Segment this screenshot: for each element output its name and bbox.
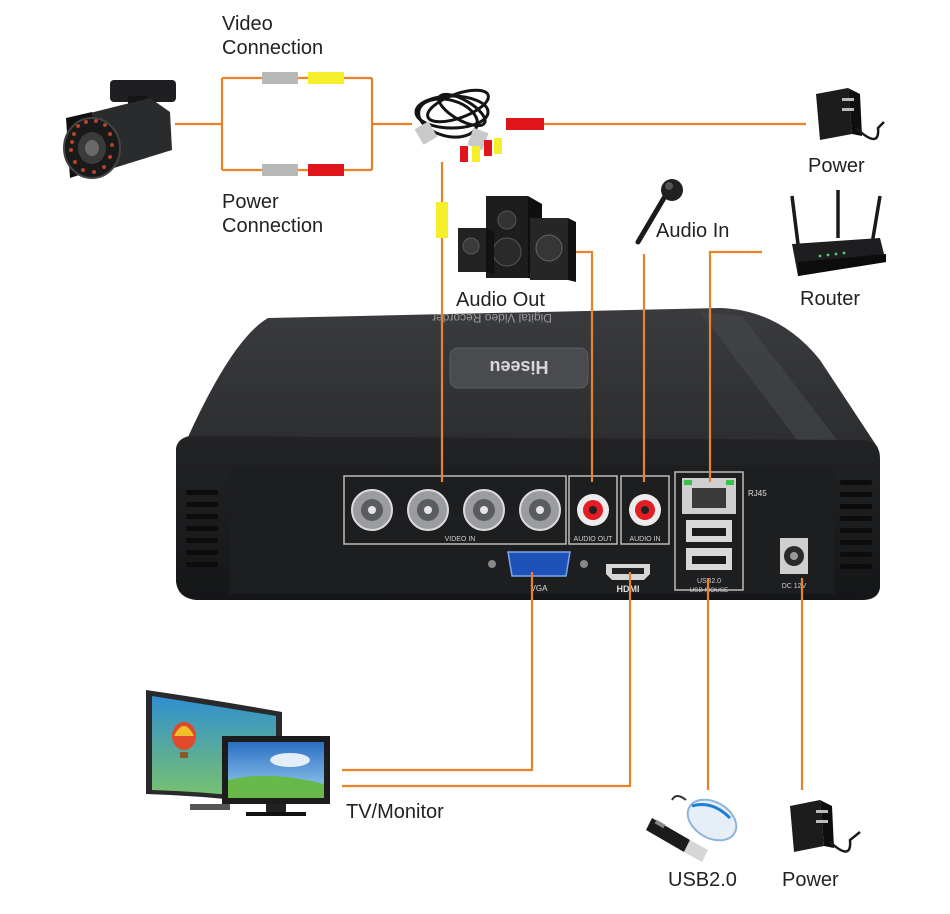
video-connection-line-1: Video (222, 13, 273, 35)
usb-label: USB2.0 (668, 869, 737, 891)
microphone-icon (635, 179, 683, 245)
dc-power-port[interactable] (780, 538, 808, 574)
router-icon (790, 190, 886, 276)
video-gray-plug (262, 72, 298, 84)
dvr-top-bevel (700, 312, 860, 470)
bnc-port-3[interactable] (463, 489, 505, 531)
video-connection-line-2: Connection (222, 37, 324, 59)
dvr-unit: Hiseeu Digital Video Recorder VIDEO IN A… (176, 308, 880, 600)
video-connection-label: Video Connection (222, 12, 323, 60)
usb-drive-icon (646, 818, 708, 862)
speakers-icon (458, 196, 576, 282)
dvr-top-label: Digital Video Recorder (432, 311, 552, 325)
audio-in-text: Audio In (656, 220, 730, 242)
hdmi-label: HDMI (617, 584, 640, 594)
power-connection-line-2: Connection (222, 215, 324, 237)
bnc-port-4[interactable] (519, 489, 561, 531)
video-in-label: VIDEO IN (445, 536, 476, 543)
dc-label: DC 12V (782, 583, 807, 590)
usb-label-2: USB MOUSE (689, 587, 729, 594)
vga-label: VGA (531, 584, 549, 593)
power-top-label: Power (808, 155, 865, 177)
rj45-port[interactable] (682, 478, 736, 514)
bnc-cable-icon (414, 88, 502, 162)
audio-in-label: AUDIO IN (629, 536, 660, 543)
monitor-icon (146, 690, 330, 816)
vent-left (186, 490, 218, 567)
bnc-port-1[interactable] (351, 489, 393, 531)
rj45-label: RJ45 (748, 489, 767, 498)
dvr-brand-text: Hiseeu (489, 357, 548, 377)
power-red-plug (308, 164, 344, 176)
audio-in-port[interactable] (629, 494, 661, 526)
power-adapter-bottom-icon (790, 800, 861, 853)
audio-out-port[interactable] (577, 494, 609, 526)
camera-icon (63, 80, 176, 179)
video-yellow-plug (308, 72, 344, 84)
tv-monitor-label: TV/Monitor (346, 801, 444, 823)
vga-port[interactable] (488, 551, 588, 577)
bnc-port-2[interactable] (407, 489, 449, 531)
audio-out-text: Audio Out (456, 289, 545, 311)
video-in-group (343, 475, 567, 545)
dvr-logo-plate (449, 347, 589, 389)
bnc-yellow-plug (436, 202, 448, 238)
usb-port-1[interactable] (686, 520, 732, 542)
power-adapter-icon (816, 88, 885, 141)
power-bottom-label: Power (782, 869, 839, 891)
power-connection-label: Power Connection (222, 190, 323, 238)
hdmi-port[interactable] (606, 564, 650, 580)
usb-port-2[interactable] (686, 548, 732, 570)
router-label: Router (800, 288, 861, 310)
dvr-top-surface (180, 308, 878, 470)
mouse-icon (671, 795, 738, 842)
power-gray-plug (262, 164, 298, 176)
power-connection-line-1: Power (222, 191, 279, 213)
vent-right (840, 480, 872, 569)
audio-out-label: AUDIO OUT (574, 536, 614, 543)
dc-red-plug (506, 118, 544, 130)
